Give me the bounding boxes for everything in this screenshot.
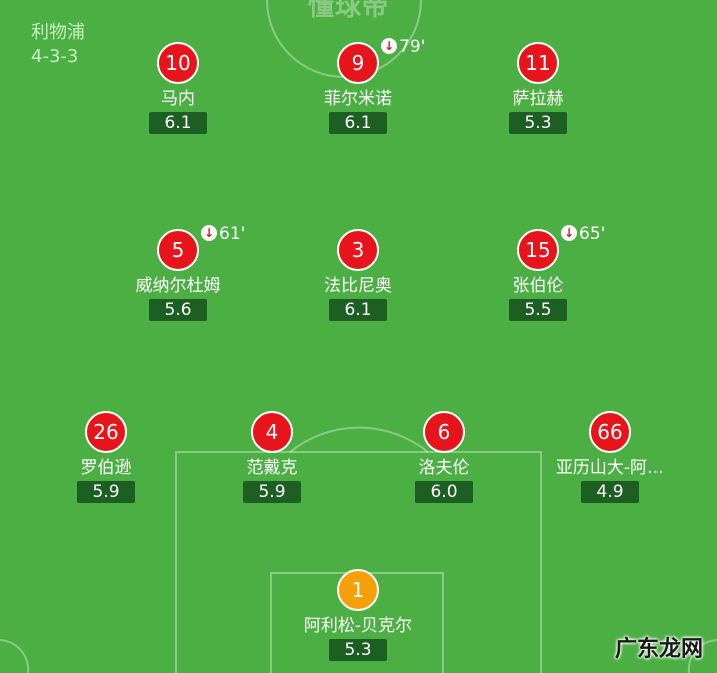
substitution-minute: 61' — [219, 224, 246, 244]
player-rating: 6.1 — [149, 112, 207, 134]
jersey-number-badge: 1 — [337, 569, 379, 611]
player-card[interactable]: 10 马内 6.1 — [98, 42, 258, 134]
player-name: 洛夫伦 — [418, 458, 470, 478]
jersey-number: 15 — [525, 238, 551, 262]
player-name: 菲尔米诺 — [324, 89, 392, 109]
player-card[interactable]: 4 范戴克 5.9 — [192, 411, 352, 503]
substitution-marker: ↓61' — [201, 225, 245, 243]
player-card[interactable]: 15 ↓65' 张伯伦 5.5 — [458, 225, 618, 321]
watermark-text: 广东龙网 — [614, 637, 703, 662]
jersey-number: 9 — [351, 51, 365, 75]
player-rating: 6.1 — [329, 299, 387, 321]
player-rating: 6.1 — [329, 112, 387, 134]
jersey-number-badge: 9 ↓79' — [337, 38, 425, 84]
jersey-number-badge: 11 — [517, 42, 559, 84]
player-card[interactable]: 9 ↓79' 菲尔米诺 6.1 — [278, 38, 438, 134]
player-card[interactable]: 5 ↓61' 威纳尔杜姆 5.6 — [98, 225, 258, 321]
player-name: 罗伯逊 — [80, 458, 132, 478]
sub-off-arrow-icon: ↓ — [381, 38, 397, 54]
player-name: 范戴克 — [246, 458, 298, 478]
substitution-marker: ↓79' — [381, 38, 425, 56]
jersey-number-badge: 3 — [337, 229, 379, 271]
jersey-number-badge: 15 ↓65' — [517, 225, 605, 271]
team-name: 利物浦 — [31, 22, 85, 43]
player-card[interactable]: 11 萨拉赫 5.3 — [458, 42, 618, 134]
substitution-marker: ↓65' — [561, 225, 605, 243]
sub-off-arrow-icon: ↓ — [201, 225, 217, 241]
player-name: 阿利松-贝克尔 — [303, 616, 413, 636]
jersey-number-badge: 66 — [589, 411, 631, 453]
player-card[interactable]: 1 阿利松-贝克尔 5.3 — [278, 569, 438, 661]
player-card[interactable]: 3 法比尼奥 6.1 — [278, 229, 438, 321]
player-rating: 5.6 — [149, 299, 207, 321]
substitution-minute: 65' — [579, 224, 606, 244]
player-rating: 5.3 — [509, 112, 567, 134]
player-rating: 5.5 — [509, 299, 567, 321]
brand-logo-text: 懂球帝 — [308, 0, 390, 22]
jersey-number-badge: 5 ↓61' — [157, 225, 245, 271]
player-rating: 4.9 — [581, 481, 639, 503]
jersey-number: 5 — [171, 238, 185, 262]
jersey-number-badge: 4 — [251, 411, 293, 453]
formation: 4-3-3 — [31, 46, 79, 67]
player-card[interactable]: 6 洛夫伦 6.0 — [364, 411, 524, 503]
player-rating: 5.9 — [243, 481, 301, 503]
player-rating: 5.3 — [329, 639, 387, 661]
player-name: 萨拉赫 — [512, 89, 564, 109]
jersey-number-badge: 6 — [423, 411, 465, 453]
player-name: 马内 — [161, 89, 195, 109]
player-name: 法比尼奥 — [324, 276, 392, 296]
player-card[interactable]: 26 罗伯逊 5.9 — [26, 411, 186, 503]
sub-off-arrow-icon: ↓ — [561, 225, 577, 241]
player-name: 威纳尔杜姆 — [135, 276, 221, 296]
jersey-number-badge: 26 — [85, 411, 127, 453]
jersey-number-badge: 10 — [157, 42, 199, 84]
player-name: 亚历山大-阿… — [555, 458, 665, 478]
substitution-minute: 79' — [399, 37, 426, 57]
player-rating: 5.9 — [77, 481, 135, 503]
player-name: 张伯伦 — [512, 276, 564, 296]
player-rating: 6.0 — [415, 481, 473, 503]
player-card[interactable]: 66 亚历山大-阿… 4.9 — [530, 411, 690, 503]
